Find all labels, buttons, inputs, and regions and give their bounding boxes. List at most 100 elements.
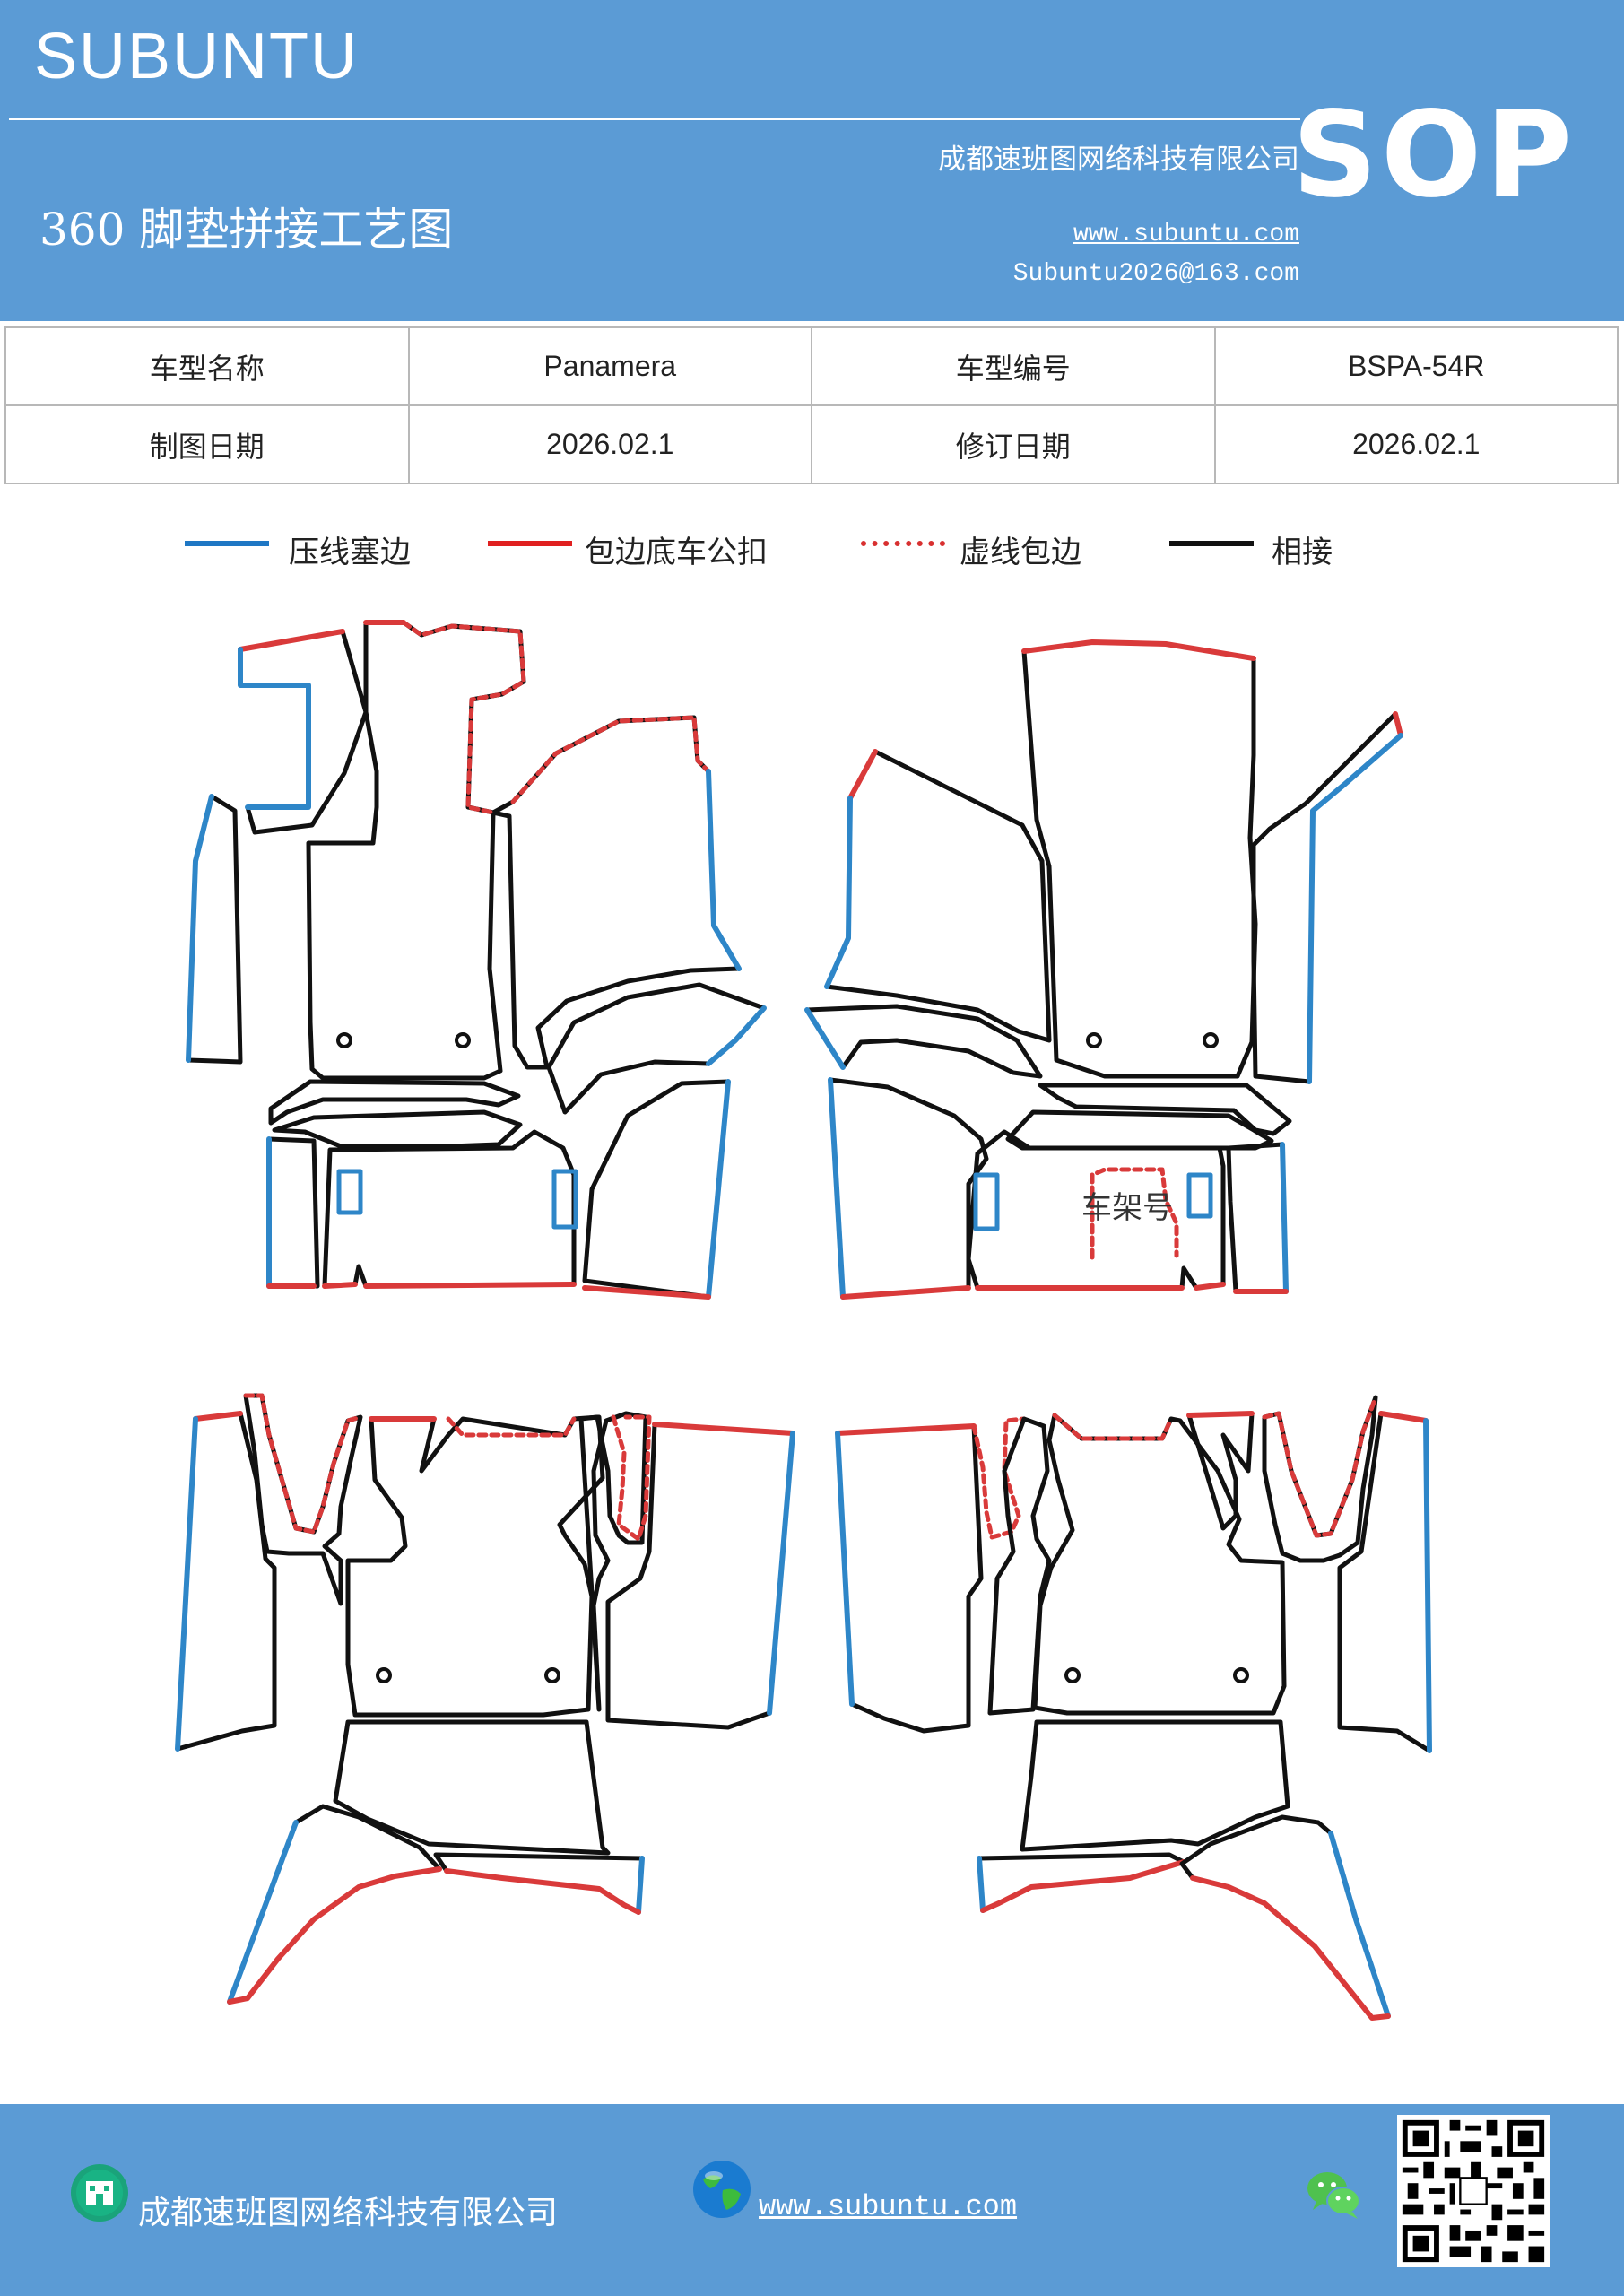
mat-hole xyxy=(1203,1032,1219,1048)
front-left-mat-group xyxy=(186,620,767,1300)
legend-swatch-red xyxy=(488,541,572,546)
edge-red xyxy=(835,1423,977,1436)
mat-piece xyxy=(333,1719,611,1856)
wechat-icon xyxy=(1307,2172,1360,2219)
rear-right-mat-group xyxy=(835,1395,1432,2021)
globe-icon xyxy=(693,2161,751,2218)
edge-blue xyxy=(767,1431,795,1716)
edge-blue xyxy=(706,769,742,971)
mat-piece xyxy=(828,1077,989,1300)
slot-blue xyxy=(551,1169,578,1230)
edge-blue xyxy=(824,796,853,989)
mat-piece xyxy=(1337,1411,1432,1753)
footer-company: 成都速班图网络科技有限公司 xyxy=(138,2195,559,2231)
front-right-mat-group: 车架号 xyxy=(804,639,1403,1300)
legend-swatch-black xyxy=(1169,541,1254,546)
table-row: 制图日期 2026.02.1 修订日期 2026.02.1 xyxy=(4,404,1619,484)
edge-red xyxy=(1378,1411,1429,1423)
edge-red xyxy=(652,1422,795,1436)
legend: 压线塞边 包边底车公扣 虚线包边 相接 xyxy=(0,527,1624,570)
draw-date-label: 制图日期 xyxy=(4,404,410,484)
mat-piece xyxy=(243,1393,363,1606)
floor-mat-diagram: 车架号 xyxy=(175,620,1432,2021)
edge-blue xyxy=(1328,1831,1391,2019)
edge-red xyxy=(227,1866,442,2005)
edge-red xyxy=(975,1282,1226,1291)
edge-blue xyxy=(977,1856,986,1913)
mat-piece xyxy=(1005,1109,1274,1151)
mat-piece xyxy=(546,982,767,1115)
mat-piece xyxy=(175,1411,277,1752)
edge-dotted xyxy=(401,620,711,815)
mat-hole xyxy=(544,1667,560,1683)
edge-red xyxy=(1190,1875,1391,2021)
mat-piece xyxy=(835,1423,984,1734)
edge-blue xyxy=(706,1005,767,1066)
legend-swatch-blue xyxy=(185,541,269,546)
edge-red xyxy=(238,629,345,652)
edge-red xyxy=(840,1285,971,1300)
edge-blue xyxy=(1307,733,1403,1084)
edge-red xyxy=(322,1282,577,1289)
model-name-value: Panamera xyxy=(407,326,812,406)
mat-piece xyxy=(1251,711,1403,1084)
edge-blue xyxy=(636,1856,645,1915)
mat-piece xyxy=(238,629,369,835)
mat-piece xyxy=(824,749,1052,1043)
header-email: Subuntu2026@163.com xyxy=(1012,260,1299,288)
mat-hole xyxy=(336,1032,352,1048)
edge-red xyxy=(1393,711,1403,738)
draw-date-value: 2026.02.1 xyxy=(407,404,812,484)
edge-red xyxy=(444,1868,641,1915)
mat-piece xyxy=(1020,1719,1290,1852)
edge-blue xyxy=(238,647,311,810)
mat-piece xyxy=(345,1414,605,1718)
legend-swatch-dotted xyxy=(861,541,945,546)
mat-piece xyxy=(272,1109,523,1149)
edge-blue xyxy=(1423,1418,1432,1753)
header-divider xyxy=(9,118,1300,120)
slot-blue xyxy=(973,1172,1000,1231)
mat-piece xyxy=(804,1004,1043,1079)
edge-dotted xyxy=(243,1393,363,1535)
mat-hole xyxy=(1086,1032,1102,1048)
header-company: 成都速班图网络科技有限公司 xyxy=(938,144,1299,176)
mat-piece xyxy=(1186,1411,1255,1531)
mat-piece xyxy=(578,1411,648,1712)
legend-label-press-line: 压线塞边 xyxy=(289,535,411,570)
mat-piece xyxy=(306,620,742,1081)
mat-piece xyxy=(1038,1083,1292,1136)
edge-dotted xyxy=(611,1414,652,1542)
document-title: 360 脚垫拼接工艺图 xyxy=(39,204,454,256)
mat-piece xyxy=(266,1136,320,1289)
edge-blue xyxy=(835,1431,855,1707)
edge-dotted xyxy=(1262,1395,1378,1538)
mat-hole xyxy=(455,1032,471,1048)
edge-blue xyxy=(227,1820,299,2005)
edge-dotted xyxy=(446,1416,577,1438)
rear-left-mat-group xyxy=(175,1393,795,2005)
sop-label: SOP xyxy=(1291,86,1576,224)
mat-hole xyxy=(1233,1667,1249,1683)
footer-website-link[interactable]: www.subuntu.com xyxy=(759,2190,1018,2223)
edge-red xyxy=(582,1285,711,1300)
legend-label-edge-buckle: 包边底车公扣 xyxy=(585,535,768,570)
mat-piece xyxy=(186,794,243,1065)
model-code-label: 车型编号 xyxy=(811,326,1216,406)
vin-window xyxy=(1090,1167,1179,1260)
mat-piece xyxy=(987,1416,1052,1716)
mat-piece xyxy=(1226,1142,1289,1294)
slot-blue xyxy=(336,1169,363,1215)
edge-red xyxy=(980,1859,1186,1913)
edge-blue xyxy=(175,1416,198,1752)
edge-red xyxy=(1021,639,1256,661)
edge-blue xyxy=(804,1007,846,1070)
legend-label-dotted-edge: 虚线包边 xyxy=(960,535,1081,570)
header-website-link[interactable]: www.subuntu.com xyxy=(1073,221,1299,248)
qr-code xyxy=(1397,2115,1550,2267)
legend-label-joint: 相接 xyxy=(1272,535,1333,570)
model-code-value: BSPA-54R xyxy=(1213,326,1619,406)
edge-red xyxy=(193,1411,243,1422)
mat-hole xyxy=(376,1667,392,1683)
header: SUBUNTU 成都速班图网络科技有限公司 SOP 360 脚垫拼接工艺图 ww… xyxy=(0,0,1624,321)
